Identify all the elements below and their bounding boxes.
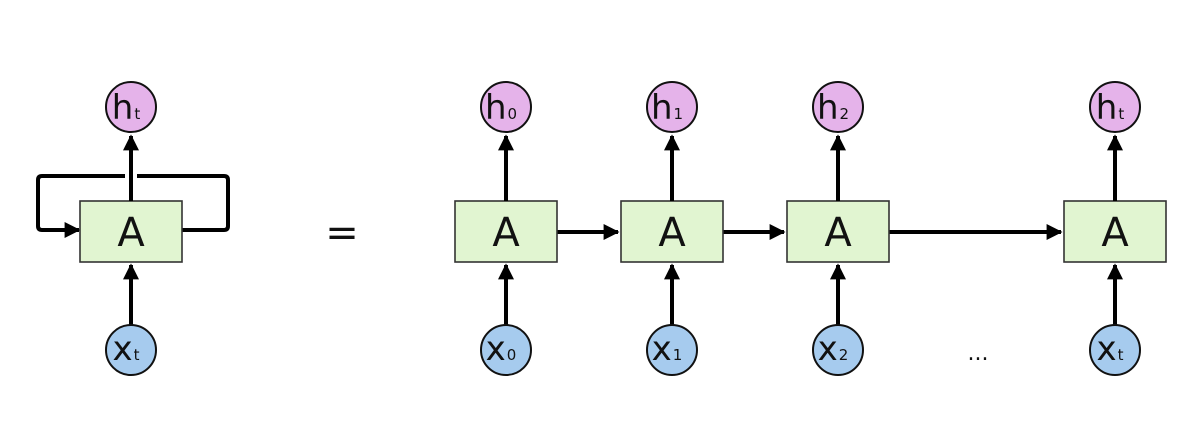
loop-arrow-left (36, 174, 125, 238)
cell-label: A (1101, 210, 1129, 256)
cell-box (620, 200, 724, 263)
output-label: h1 (651, 88, 683, 128)
unrolled-step-2: A h2 x2 (786, 81, 890, 376)
input-label: x0 (486, 329, 517, 369)
unrolled-rnn: A h0 x0 A h1 x1 A h2 x (454, 81, 1167, 376)
output-label: h0 (485, 88, 517, 128)
equals-sign: = (325, 210, 359, 256)
unrolled-step-1: A h1 x1 (620, 81, 724, 376)
output-node (646, 81, 698, 133)
cell-box (454, 200, 558, 263)
folded-rnn: A ht xt (36, 81, 230, 376)
input-label: xt (1096, 329, 1123, 369)
output-node (480, 81, 532, 133)
output-node (812, 81, 864, 133)
output-label: ht (1096, 88, 1125, 128)
folded-output-label: ht (112, 88, 141, 128)
folded-cell-label: A (117, 210, 145, 256)
folded-input-node (105, 324, 157, 376)
loop-line-right (137, 174, 230, 232)
input-node (480, 324, 532, 376)
folded-output-node (105, 81, 157, 133)
cell-label: A (658, 210, 686, 256)
output-label: h2 (817, 88, 849, 128)
input-node (1089, 324, 1141, 376)
folded-cell-box (79, 200, 183, 263)
cell-label: A (824, 210, 852, 256)
ellipsis: ... (968, 341, 989, 366)
cell-box (786, 200, 890, 263)
unrolled-step-t: A ht xt (1063, 81, 1167, 376)
input-label: x1 (652, 329, 683, 369)
output-node (1089, 81, 1141, 133)
input-node (646, 324, 698, 376)
input-label: x2 (818, 329, 849, 369)
input-node (812, 324, 864, 376)
folded-input-label: xt (112, 329, 139, 369)
cell-label: A (492, 210, 520, 256)
cell-box (1063, 200, 1167, 263)
unrolled-step-0: A h0 x0 (454, 81, 558, 376)
